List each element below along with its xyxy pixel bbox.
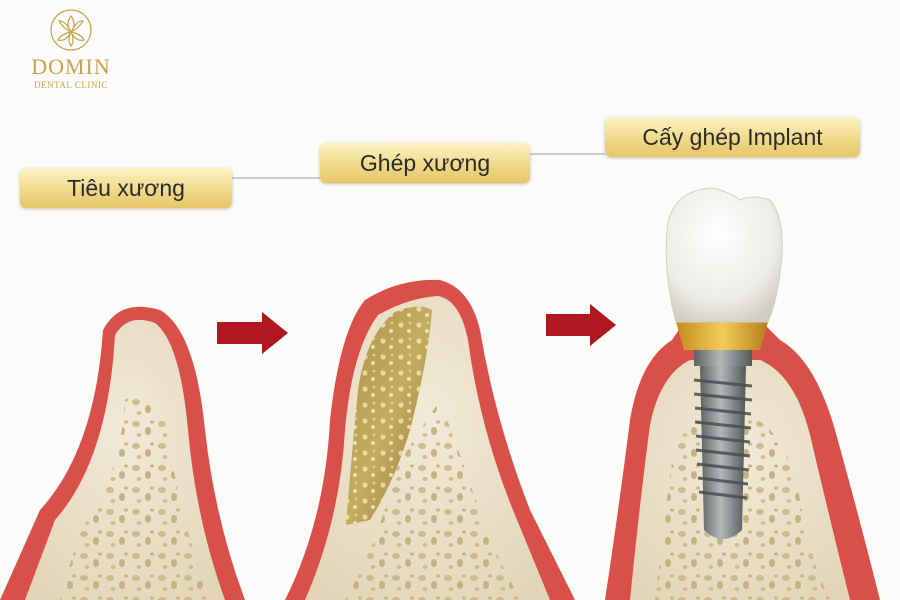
lotus-flower-icon (50, 9, 92, 51)
clinic-name: DOMIN (31, 54, 111, 79)
stage-1-bone-loss (0, 306, 245, 600)
stage-label-bone-loss: Tiêu xương (20, 168, 232, 208)
implant-abutment (676, 322, 768, 350)
clinic-logo: DOMIN DENTAL CLINIC (16, 8, 126, 90)
stage-label-bone-graft: Ghép xương (320, 143, 530, 183)
stage-3-implant (605, 187, 880, 600)
implant-screw (693, 348, 753, 539)
stage-label-implant: Cấy ghép Implant (605, 117, 860, 157)
crown (665, 187, 783, 323)
right-arrow-icon (217, 312, 288, 354)
stage-2-bone-graft (285, 279, 575, 600)
right-arrow-icon (546, 304, 616, 346)
clinic-subtitle: DENTAL CLINIC (34, 80, 108, 90)
